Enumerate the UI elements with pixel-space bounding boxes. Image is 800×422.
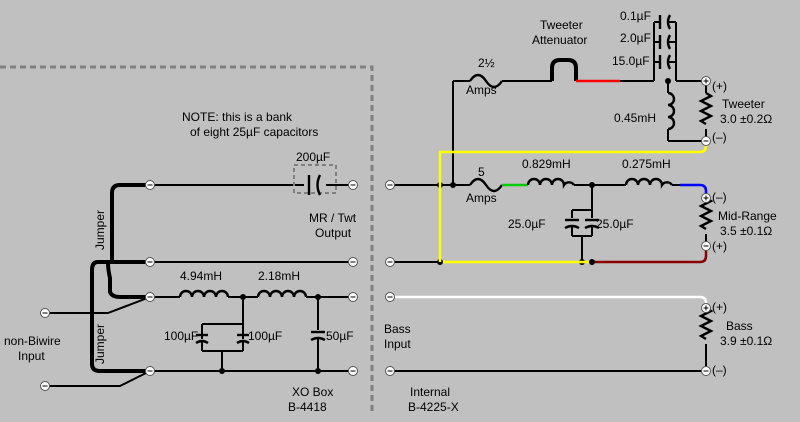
- xo-box-label-2: B-4418: [288, 400, 327, 414]
- inductor-494mh: [178, 289, 230, 298]
- mr-twt-output-2: Output: [315, 226, 352, 240]
- xo-ind1-label: 4.94mH: [180, 269, 222, 283]
- mid-label-1: Mid-Range: [718, 209, 777, 223]
- bass-plus: (+): [712, 300, 727, 314]
- blue-lead: [680, 183, 708, 198]
- note-line-1: NOTE: this is a bank: [182, 110, 293, 124]
- jumper-top-wire: [110, 183, 150, 262]
- inductor-045mh: [667, 91, 676, 131]
- tweeter-atten-label-1: Tweeter: [540, 18, 583, 32]
- mr-twt-output-1: MR / Twt: [309, 211, 357, 225]
- fuse-2half-label: 2½: [478, 56, 495, 70]
- tweeter-minus: (–): [712, 130, 727, 144]
- xo-cap3-label: 50µF: [326, 329, 354, 343]
- capacitor-01uf: [654, 14, 676, 30]
- mid-label-2: 3.5 ±0.1Ω: [720, 224, 772, 238]
- capacitor-200uf: [307, 174, 322, 196]
- bass-input-label-2: Input: [384, 337, 411, 351]
- tweeter-label-2: 3.0 ±0.2Ω: [720, 112, 772, 126]
- fuse-2half-amps: [469, 73, 503, 89]
- internal-circuit: [385, 14, 714, 376]
- xo-box-label-1: XO Box: [292, 385, 333, 399]
- ind-0829-label: 0.829mH: [522, 157, 571, 171]
- bass-driver: [698, 306, 714, 341]
- bank-cap-label: 200µF: [296, 150, 330, 164]
- capacitor-20uf: [654, 34, 676, 50]
- bass-input-label-1: Bass: [384, 322, 411, 336]
- tweeter-attenuator: [550, 58, 578, 81]
- ind-0275-label: 0.275mH: [622, 157, 671, 171]
- mid-plus: (+): [712, 239, 727, 253]
- tweeter-driver: [698, 91, 714, 126]
- internal-label-1: Internal: [410, 385, 450, 399]
- tweeter-label-1: Tweeter: [722, 97, 765, 111]
- midrange-driver: [698, 196, 714, 231]
- cap-150-label: 15.0µF: [612, 54, 650, 68]
- labels: NOTE: this is a bank of eight 25µF capac…: [4, 9, 777, 414]
- cap-25a-label: 25.0µF: [508, 217, 546, 231]
- xo-box-outline: [0, 65, 374, 412]
- internal-label-2: B-4225-X: [408, 400, 459, 414]
- cap-25b-label: 25.0µF: [596, 217, 634, 231]
- tweeter-plus: (+): [712, 79, 727, 93]
- non-biwire-label-2: Input: [18, 349, 45, 363]
- jumper-bottom-label: Jumper: [93, 324, 107, 364]
- jumper-bottom-wire: [90, 260, 150, 373]
- xo-box-circuit: [40, 164, 358, 391]
- amps-label-2: Amps: [466, 191, 497, 205]
- amps-label-1: Amps: [466, 83, 497, 97]
- mid-minus: (–): [712, 190, 727, 204]
- dark-red-return: [592, 246, 708, 264]
- jumper-top-label: Jumper: [93, 210, 107, 250]
- capacitor-150uf: [654, 54, 676, 70]
- inductor-218mh: [256, 289, 308, 298]
- note-line-2: of eight 25µF capacitors: [190, 125, 318, 139]
- cap-01-label: 0.1µF: [620, 9, 651, 23]
- xo-ind2-label: 2.18mH: [258, 269, 300, 283]
- white-bass-lead: [390, 295, 708, 308]
- fuse-5-label: 5: [478, 165, 485, 179]
- bass-label-2: 3.9 ±0.1Ω: [720, 334, 772, 348]
- tweeter-atten-label-2: Attenuator: [532, 33, 587, 47]
- inductor-0275mh: [624, 177, 673, 189]
- non-biwire-label-1: non-Biwire: [4, 334, 61, 348]
- cap-20-label: 2.0µF: [620, 31, 651, 45]
- bass-label-1: Bass: [726, 319, 753, 333]
- xo-cap2-label: 100µF: [248, 329, 282, 343]
- xo-cap1-label: 100µF: [164, 329, 198, 343]
- cap-bank-outline: [293, 164, 337, 194]
- bass-minus: (–): [712, 363, 727, 377]
- inductor-0829mh: [526, 177, 575, 189]
- ind-045-label: 0.45mH: [614, 111, 656, 125]
- fuse-5-amps: [469, 177, 503, 193]
